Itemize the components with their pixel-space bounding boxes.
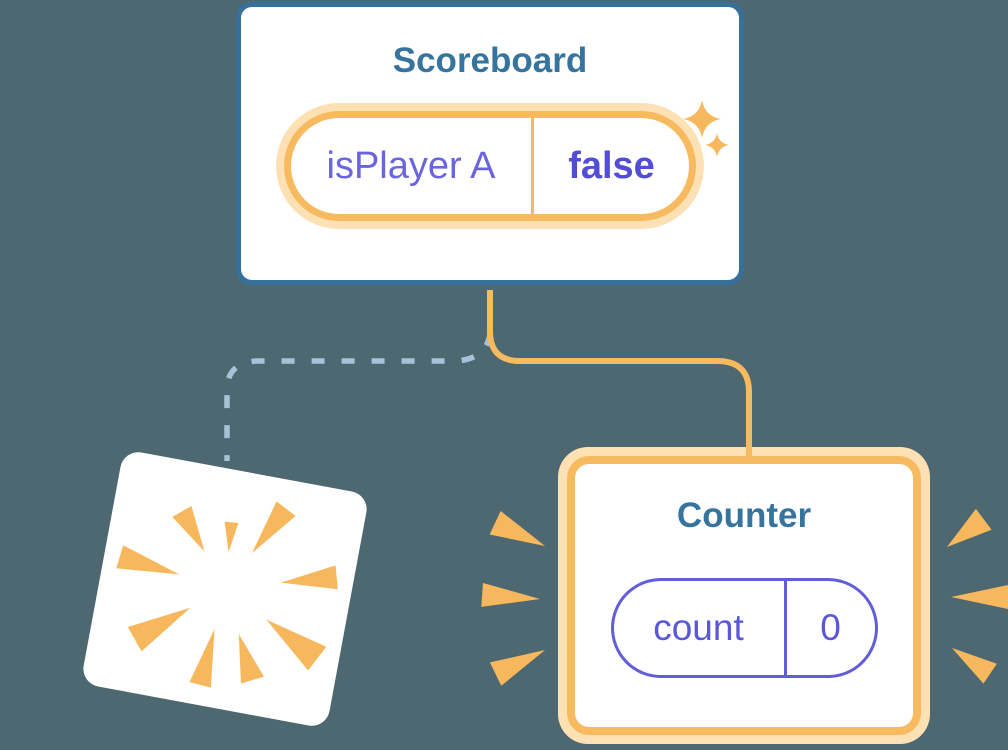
- active-connector-line: [487, 290, 752, 461]
- state-key-label: isPlayer A: [326, 144, 496, 187]
- sparkle-icon: [683, 100, 721, 138]
- state-value-label: false: [568, 144, 655, 187]
- counter-state-pill: count 0: [610, 578, 878, 678]
- sparkle-icon: [705, 133, 729, 157]
- counter-title: Counter: [676, 496, 812, 535]
- destroyed-component-card: [80, 449, 370, 729]
- removed-connector-line: [224, 332, 493, 461]
- emphasis-ray-icon: [481, 582, 540, 607]
- scoreboard-component-card: Scoreboard isPlayer A false: [236, 2, 744, 285]
- emphasis-ray-icon: [489, 650, 545, 686]
- emphasis-rays-left: [481, 510, 545, 686]
- counter-state-key: count: [653, 607, 744, 648]
- emphasis-rays-right: [947, 508, 1008, 684]
- scoreboard-title: Scoreboard: [392, 41, 588, 80]
- scoreboard-state-pill-halo: isPlayer A false: [276, 103, 704, 229]
- poof-burst-icon: [116, 501, 338, 688]
- counter-component-card: Counter count 0: [558, 447, 930, 744]
- counter-card-frame: Counter count 0: [567, 456, 921, 735]
- emphasis-ray-icon: [951, 585, 1008, 609]
- counter-pill-divider: [783, 581, 787, 675]
- state-pill-divider: [531, 118, 534, 214]
- emphasis-ray-icon: [947, 508, 992, 547]
- scoreboard-state-pill: isPlayer A false: [284, 111, 696, 221]
- emphasis-ray-icon: [952, 648, 997, 684]
- emphasis-ray-icon: [489, 510, 545, 546]
- counter-state-value: 0: [820, 607, 841, 648]
